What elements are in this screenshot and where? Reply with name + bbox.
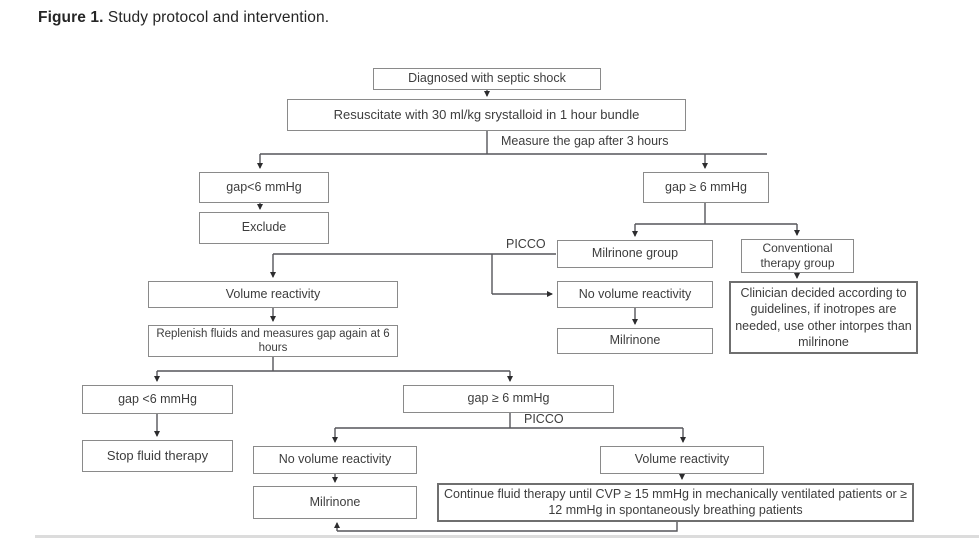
node-volume-reactivity-mid: Volume reactivity: [148, 281, 398, 308]
node-conventional-therapy-group: Conventional therapy group: [741, 239, 854, 273]
node-resuscitate: Resuscitate with 30 ml/kg srystalloid in…: [287, 99, 686, 131]
node-gap-lt6-6h: gap <6 mmHg: [82, 385, 233, 414]
label-measure-gap: Measure the gap after 3 hours: [501, 134, 669, 148]
node-milrinone-mid: Milrinone: [557, 328, 713, 354]
figure-title: Study protocol and intervention.: [103, 9, 330, 26]
node-no-volume-reactivity-final: No volume reactivity: [253, 446, 417, 474]
node-stop-fluid-therapy: Stop fluid therapy: [82, 440, 233, 472]
node-milrinone-group: Milrinone group: [557, 240, 713, 268]
node-no-volume-reactivity-mid: No volume reactivity: [557, 281, 713, 308]
node-diagnosed-septic-shock: Diagnosed with septic shock: [373, 68, 601, 90]
figure-caption: Figure 1. Study protocol and interventio…: [38, 9, 329, 27]
label-picco-6h: PICCO: [524, 412, 564, 426]
node-gap-ge6-6h: gap ≥ 6 mmHg: [403, 385, 614, 413]
bottom-divider-line: [35, 535, 979, 538]
node-clinician-decision: Clinician decided according to guideline…: [729, 281, 918, 354]
figure-number: Figure 1.: [38, 9, 104, 26]
node-gap-ge6-initial: gap ≥ 6 mmHg: [643, 172, 769, 203]
node-gap-lt6-initial: gap<6 mmHg: [199, 172, 329, 203]
label-picco-initial: PICCO: [506, 237, 546, 251]
node-replenish-fluids: Replenish fluids and measures gap again …: [148, 325, 398, 357]
node-exclude: Exclude: [199, 212, 329, 244]
node-volume-reactivity-final: Volume reactivity: [600, 446, 764, 474]
node-continue-fluid-therapy: Continue fluid therapy until CVP ≥ 15 mm…: [437, 483, 914, 522]
node-milrinone-final: Milrinone: [253, 486, 417, 519]
